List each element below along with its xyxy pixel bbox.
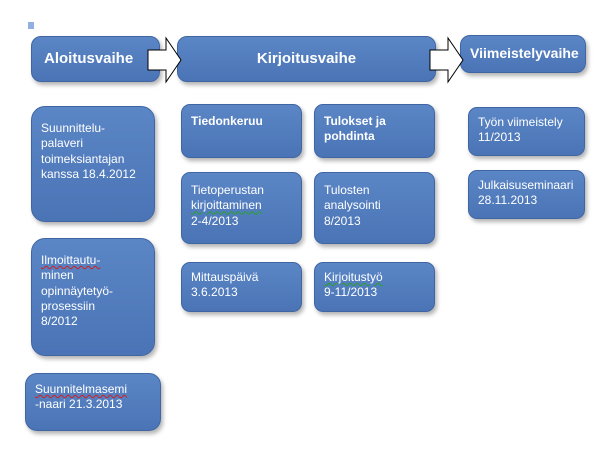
step-line: 3.6.2013 bbox=[191, 285, 238, 300]
step-line: 2-4/2013 bbox=[191, 213, 239, 228]
step-line: pohdinta bbox=[324, 129, 375, 144]
step-mittauspaiva: Mittauspäivä 3.6.2013 bbox=[181, 262, 302, 312]
step-tietoperustan-kirjoittaminen: Tietoperustan kirjoittaminen 2-4/2013 bbox=[181, 172, 302, 244]
step-line: Ilmoittautu- bbox=[41, 253, 101, 267]
step-line: 11/2013 bbox=[478, 130, 521, 145]
phase-aloitusvaihe: Aloitusvaihe bbox=[31, 36, 160, 82]
step-line: analysointi bbox=[324, 198, 381, 213]
step-kirjoitustyo: Kirjoitustyö 9-11/2013 bbox=[314, 262, 435, 312]
phase-kirjoitusvaihe-label: Kirjoitusvaihe bbox=[256, 50, 357, 68]
step-line: Tiedonkeruu bbox=[191, 114, 263, 128]
step-suunnitelmaseminaari: Suunnitelmasemi -naari 21.3.2013 bbox=[25, 373, 161, 431]
phase-viimeistelyvaihe: Viimeistelyvaihe bbox=[460, 35, 586, 73]
step-julkaisuseminaari: Julkaisuseminaari 28.11.2013 bbox=[468, 170, 585, 219]
arrow-right-icon bbox=[147, 36, 182, 84]
step-line: Tulosten bbox=[324, 183, 370, 197]
step-tyon-viimeistely: Työn viimeistely 11/2013 bbox=[468, 107, 585, 156]
step-line: Suunnitelmasemi bbox=[35, 382, 128, 396]
step-line: 9-11/2013 bbox=[324, 285, 378, 300]
step-line: 28.11.2013 bbox=[478, 193, 538, 208]
step-line: Suunnittelu- bbox=[41, 121, 106, 135]
step-line: kirjoittaminen bbox=[191, 198, 262, 213]
step-suunnittelupalaveri: Suunnittelu- palaveri toimeksiantajan ka… bbox=[31, 106, 155, 222]
step-line: Kirjoitustyö bbox=[324, 270, 383, 284]
step-line: -naari 21.3.2013 bbox=[35, 397, 123, 412]
arrow-right-icon bbox=[429, 36, 464, 84]
step-tulosten-analysointi: Tulosten analysointi 8/2013 bbox=[314, 172, 435, 244]
phase-aloitusvaihe-label: Aloitusvaihe bbox=[44, 50, 134, 68]
step-line: Mittauspäivä bbox=[191, 270, 259, 284]
step-line: Julkaisuseminaari bbox=[478, 178, 574, 192]
step-line: prosessiin bbox=[41, 299, 96, 314]
step-line: palaveri bbox=[41, 136, 84, 151]
step-line: Työn viimeistely bbox=[478, 115, 563, 129]
step-line: Tietoperustan bbox=[191, 183, 264, 197]
step-line: 8/2013 bbox=[324, 213, 361, 228]
step-line: Tulokset ja bbox=[324, 114, 386, 128]
step-line: toimeksiantajan bbox=[41, 151, 125, 166]
phase-viimeistelyvaihe-label: Viimeistelyvaihe bbox=[470, 45, 579, 62]
corner-marker bbox=[28, 22, 34, 29]
step-line: 8/2012 bbox=[41, 314, 78, 329]
step-tiedonkeruu: Tiedonkeruu bbox=[181, 104, 302, 158]
step-ilmoittautuminen: Ilmoittautu- minen opinnäytetyö- prosess… bbox=[31, 238, 155, 356]
step-line: kanssa 18.4.2012 bbox=[41, 167, 136, 182]
step-line: minen bbox=[41, 268, 74, 283]
phase-kirjoitusvaihe: Kirjoitusvaihe bbox=[177, 36, 436, 82]
step-tulokset-ja-pohdinta: Tulokset ja pohdinta bbox=[314, 104, 435, 158]
step-line: opinnäytetyö- bbox=[41, 283, 114, 298]
